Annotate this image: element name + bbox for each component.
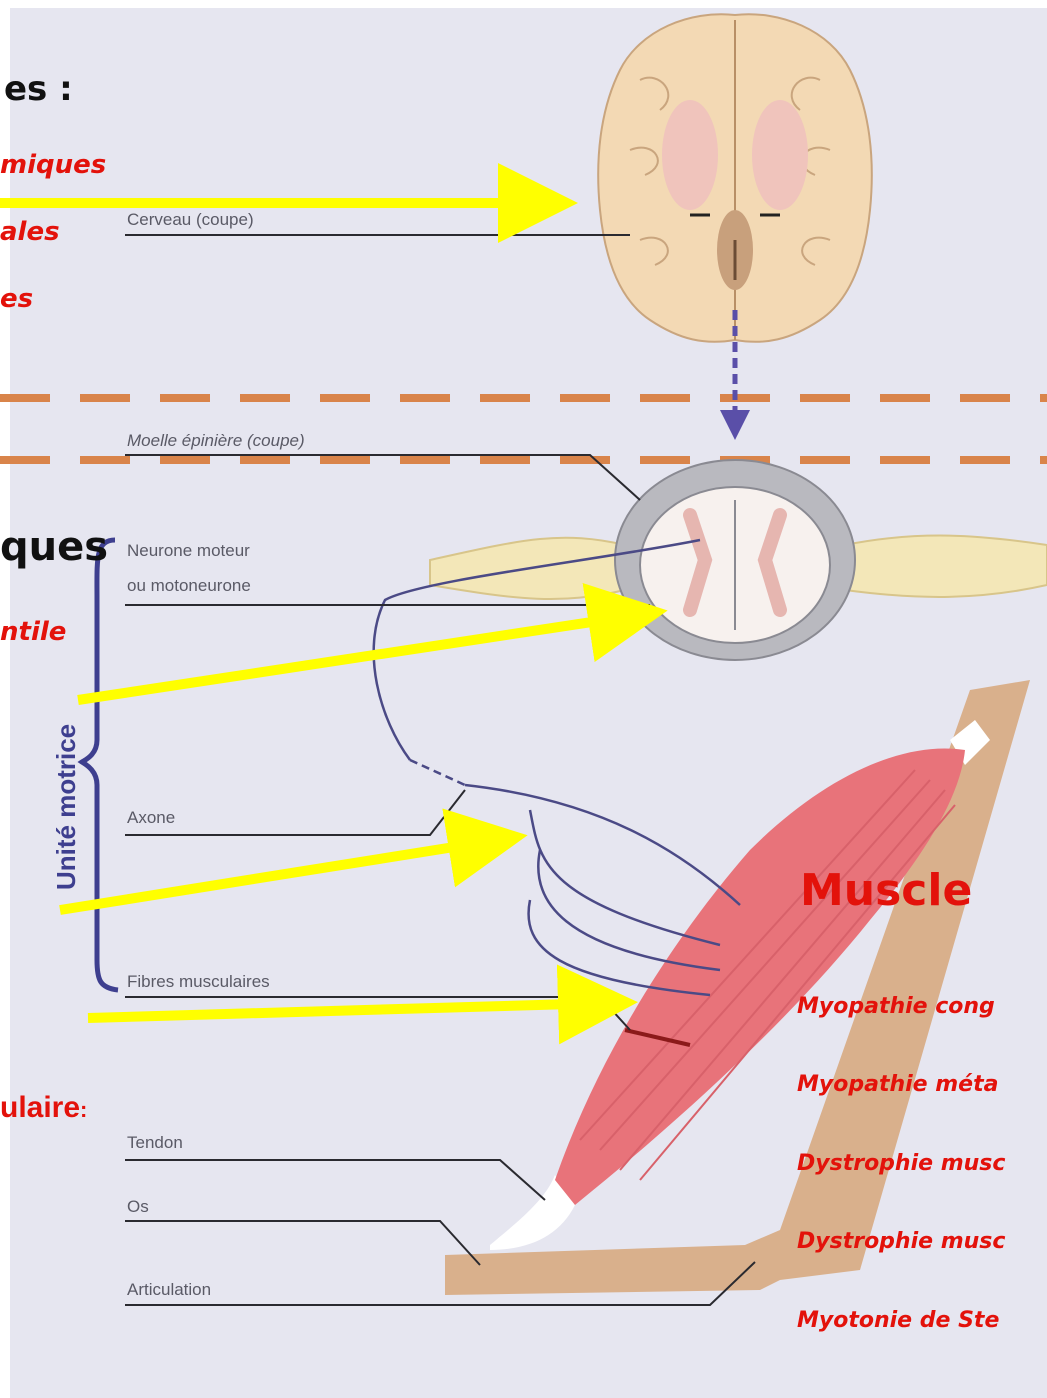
muscle-item-4: Dystrophie musc xyxy=(797,1229,1005,1254)
label-muscle-fibers: Fibres musculaires xyxy=(127,972,270,991)
spinal-item: ntile xyxy=(0,617,66,647)
label-brain: Cerveau (coupe) xyxy=(127,210,254,229)
label-tendon: Tendon xyxy=(127,1133,183,1152)
muscle-item-2: Myopathie méta xyxy=(797,1072,998,1097)
spinal-heading: ques xyxy=(0,524,108,570)
label-bone: Os xyxy=(127,1197,149,1216)
brain-illustration xyxy=(598,14,872,342)
brain-item-1: miques xyxy=(0,150,106,180)
junction-heading-colon: : xyxy=(80,1097,87,1122)
label-joint: Articulation xyxy=(127,1280,211,1299)
label-spinal-cord: Moelle épinière (coupe) xyxy=(127,431,305,450)
label-motor-neuron-1: Neurone moteur xyxy=(127,541,250,560)
label-axon: Axone xyxy=(127,808,175,827)
muscle-heading: Muscle xyxy=(800,865,972,916)
brain-item-3: es xyxy=(0,284,33,314)
muscle-item-1: Myopathie cong xyxy=(797,994,995,1019)
brain-heading: es : xyxy=(4,69,73,109)
junction-heading-text: ulaire xyxy=(0,1091,80,1124)
junction-heading: ulaire: xyxy=(0,1091,87,1124)
label-motor-neuron-2: ou motoneurone xyxy=(127,576,251,595)
label-motor-unit: Unité motrice xyxy=(51,724,81,890)
muscle-item-5: Myotonie de Ste xyxy=(797,1308,999,1333)
brain-item-2: ales xyxy=(0,217,60,247)
muscle-item-3: Dystrophie musc xyxy=(797,1151,1005,1176)
